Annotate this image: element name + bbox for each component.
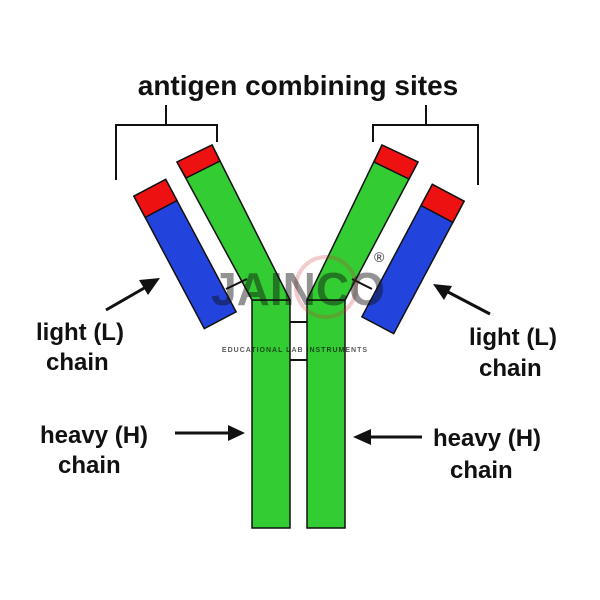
heavy-right-variable-region (373, 144, 420, 180)
arrow-light-right-head (433, 284, 452, 300)
watermark-brand: JAINCO (211, 263, 385, 315)
diagram-title: antigen combining sites (138, 70, 458, 101)
heavy-left-variable-region (175, 144, 222, 179)
light-chain-left-label-line2: chain (46, 349, 109, 376)
arrow-heavy-left-head (228, 425, 245, 441)
arrow-heavy-right-head (353, 429, 371, 445)
heavy-chain-right-label-line2: chain (450, 457, 513, 484)
watermark-tagline: EDUCATIONAL LAB INSTRUMENTS (222, 347, 368, 354)
light-chain-right (360, 183, 466, 335)
left-site-bracket (115, 105, 218, 180)
watermark-registered: ® (374, 249, 385, 265)
watermark-ring (294, 255, 358, 319)
heavy-chain-left-label-line1: heavy (H) (40, 422, 148, 449)
disulfide-bonds (225, 278, 373, 361)
heavy-chain-left-stem (251, 299, 291, 529)
light-chain-left-label-line1: light (L) (36, 319, 124, 346)
heavy-chain-left-label-line2: chain (58, 452, 121, 479)
light-chain-right-label-line2: chain (479, 355, 542, 382)
heavy-chain-right-label-line1: heavy (H) (433, 425, 541, 452)
right-site-bracket (372, 105, 479, 185)
light-chain-left (132, 178, 238, 330)
heavy-chain-right-stem (306, 299, 346, 529)
light-chain-right-label-line1: light (L) (469, 324, 557, 351)
arrow-light-left-head (139, 278, 160, 295)
watermark: JAINCO ® EDUCATIONAL LAB INSTRUMENTS (211, 249, 385, 354)
pointer-arrows (105, 278, 491, 445)
